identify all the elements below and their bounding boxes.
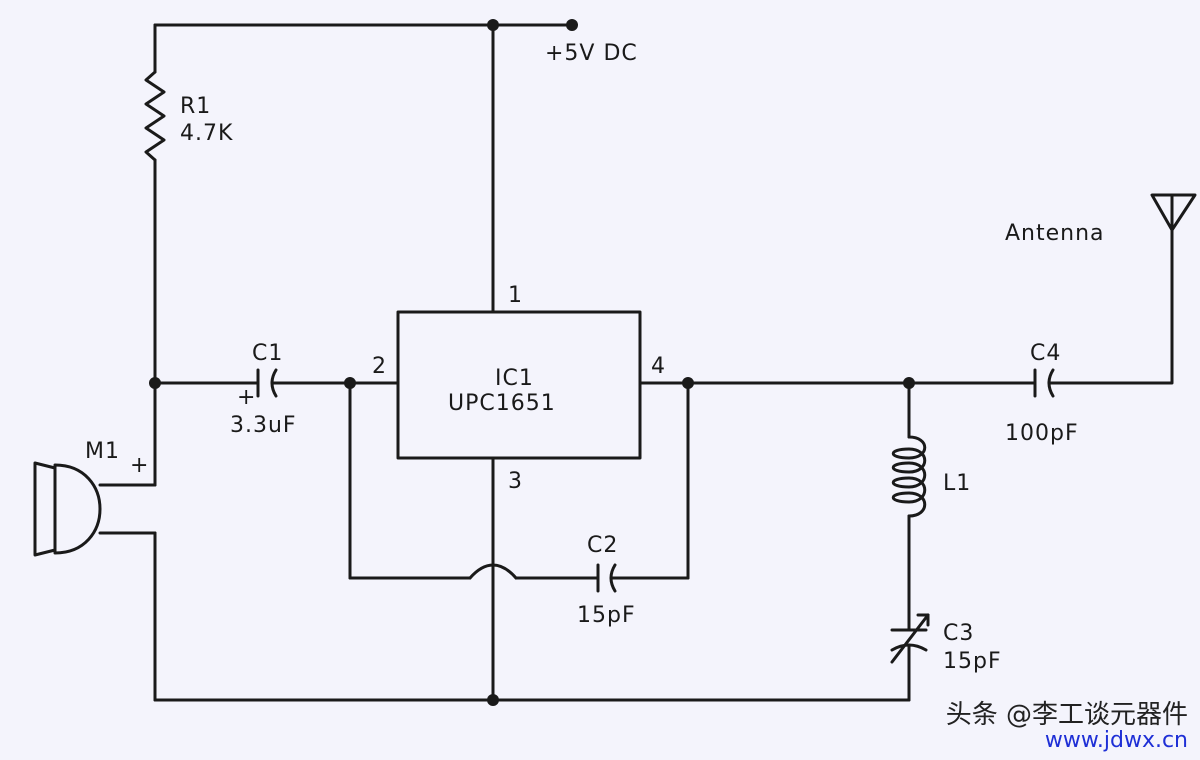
c4-name: C4: [1030, 341, 1061, 366]
resistor-r1: [144, 23, 166, 385]
watermark-url: www.jdwx.cn: [1044, 727, 1188, 753]
capacitor-c4: [1033, 228, 1174, 398]
watermark-text: 头条 @李工谈元器件: [945, 699, 1188, 730]
r1-name: R1: [180, 94, 211, 119]
m1-name: M1: [85, 439, 120, 464]
microphone-m1: [33, 381, 157, 702]
c1-value: 3.3uF: [230, 413, 297, 438]
c1-polarity: +: [237, 385, 256, 410]
ic1-pin3: 3: [508, 469, 523, 494]
ic1-pin4: 4: [651, 354, 666, 379]
supply-label: +5V DC: [545, 41, 638, 66]
supply-terminal: [566, 19, 578, 31]
r1-value: 4.7K: [180, 121, 233, 146]
capacitor-c3: [890, 613, 930, 702]
c4-value: 100pF: [1005, 421, 1079, 446]
supply-rail: [153, 19, 578, 314]
c3-name: C3: [943, 621, 974, 646]
c1-name: C1: [252, 341, 283, 366]
watermark: 头条 @李工谈元器件 www.jdwx.cn: [945, 699, 1188, 753]
capacitor-c2: [348, 381, 690, 593]
ic1-chip: [396, 310, 642, 460]
m1-polarity: +: [130, 453, 149, 478]
c2-value: 15pF: [577, 603, 636, 628]
ic1-name: IC1: [495, 366, 534, 391]
ic1-pin2: 2: [372, 354, 387, 379]
capacitor-c1: [153, 368, 400, 398]
inductor-l1: [891, 381, 927, 632]
ic1-pin1: 1: [508, 283, 523, 308]
c2-name: C2: [587, 533, 618, 558]
antenna-symbol: [1150, 193, 1197, 232]
antenna-label: Antenna: [1005, 221, 1105, 246]
c3-value: 15pF: [943, 649, 1002, 674]
l1-name: L1: [943, 471, 971, 496]
ic1-part: UPC1651: [448, 391, 556, 416]
